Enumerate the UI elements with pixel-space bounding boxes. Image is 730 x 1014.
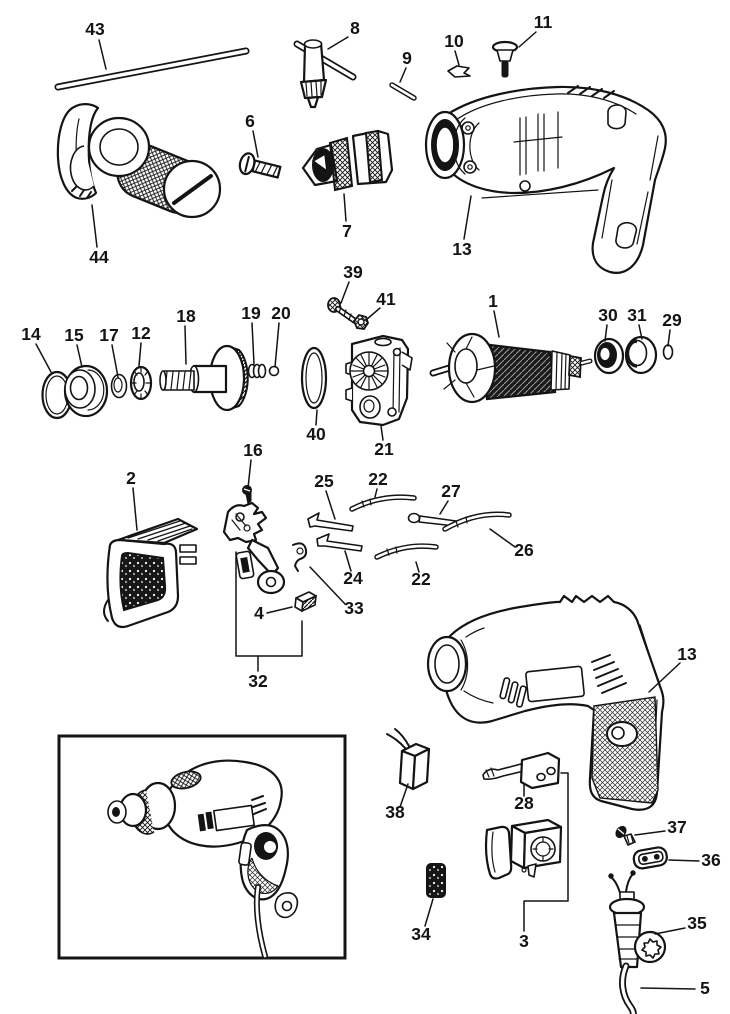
part-4-carbon-brush [294, 591, 317, 613]
part-43-depth-rod [54, 47, 250, 91]
part-24-terminal-lead [316, 533, 363, 552]
part-32-brush-holder-assembly [222, 501, 286, 595]
part-5-power-cord [619, 962, 637, 1014]
part-label-3: 3 [519, 931, 529, 951]
part-label-6: 6 [245, 111, 255, 131]
part-label-20: 20 [271, 303, 291, 323]
part-40-oring [300, 346, 328, 410]
part-label-25: 25 [314, 471, 334, 491]
part-label-43: 43 [85, 19, 105, 39]
part-18-spindle-gear [159, 344, 249, 412]
part-31-bearing-ring [624, 335, 658, 375]
part-label-21: 21 [374, 439, 394, 459]
part-22-wire-bottom [374, 543, 439, 560]
part-label-14: 14 [21, 324, 41, 344]
part-3-trigger-switch [484, 818, 563, 880]
part-label-16: 16 [243, 440, 263, 460]
part-13-housing-right-half [426, 594, 665, 811]
part-33-clip [292, 542, 308, 572]
part-label-30: 30 [598, 305, 618, 325]
part-label-2: 2 [126, 468, 136, 488]
part-30-bearing [593, 337, 625, 375]
part-37-screw [615, 825, 636, 846]
part-label-36: 36 [701, 850, 721, 870]
part-label-7: 7 [342, 221, 352, 241]
part-label-15: 15 [64, 325, 84, 345]
part-25-terminal-lead [307, 512, 354, 532]
part-41-nut [352, 313, 369, 330]
part-label-8: 8 [350, 18, 360, 38]
part-22-wire-top [349, 494, 417, 512]
leader-lines [35, 31, 700, 990]
part-35-cord-guard [608, 870, 667, 969]
part-label-4: 4 [254, 603, 264, 623]
part-38-capacitor [386, 728, 431, 791]
part-label-27: 27 [441, 481, 460, 501]
part-label-41: 41 [376, 289, 396, 309]
part-2-field-stator [103, 517, 199, 629]
part-26-wire [442, 511, 512, 532]
part-label-9: 9 [402, 48, 412, 68]
part-44-side-handle [56, 103, 222, 219]
part-21-gear-housing [345, 334, 413, 427]
part-9-pin [389, 82, 417, 101]
part-label-11: 11 [534, 12, 553, 32]
part-19-spring [247, 363, 267, 379]
part-label-18: 18 [176, 306, 196, 326]
part-label-5: 5 [700, 978, 710, 998]
part-label-1: 1 [488, 291, 498, 311]
part-label-35: 35 [687, 913, 707, 933]
part-28-switch-lever [482, 751, 561, 790]
part-label-22-bottom: 22 [411, 569, 431, 589]
part-label-22-top: 22 [368, 469, 388, 489]
part-16-screw [242, 485, 252, 506]
part-label-38: 38 [385, 802, 405, 822]
part-label-10: 10 [444, 31, 464, 51]
part-label-40: 40 [306, 424, 326, 444]
part-label-37: 37 [667, 817, 686, 837]
part-29-retainer-clip [662, 344, 674, 360]
part-13-housing-left-half [424, 85, 667, 274]
part-label-44: 44 [89, 247, 109, 267]
part-12-lock-washer [129, 365, 153, 401]
part-label-19: 19 [241, 303, 261, 323]
part-10-clip [447, 65, 471, 78]
part-6-screw [238, 152, 282, 179]
part-label-33: 33 [344, 598, 364, 618]
assembled-drill-inset [57, 734, 347, 960]
part-15-ball-bearing [63, 364, 109, 418]
part-label-12: 12 [131, 323, 151, 343]
part-39-screw [327, 297, 358, 324]
part-label-24: 24 [343, 568, 363, 588]
part-label-26: 26 [514, 540, 534, 560]
part-11-brush-cap [491, 40, 519, 78]
part-34-suppressor [426, 863, 446, 898]
part-label-13-bottom: 13 [677, 644, 697, 664]
part-8-chuck-key [293, 39, 357, 109]
part-label-32: 32 [248, 671, 268, 691]
part-label-13-top: 13 [452, 239, 472, 259]
part-label-28: 28 [514, 793, 534, 813]
part-label-29: 29 [662, 310, 682, 330]
part-label-31: 31 [627, 305, 647, 325]
part-label-39: 39 [343, 262, 363, 282]
part-36-cord-clamp [632, 846, 668, 870]
part-27-terminal-lead [407, 512, 457, 527]
part-7-chuck [301, 129, 394, 192]
part-17-washer [110, 373, 128, 399]
part-label-34: 34 [411, 924, 431, 944]
part-label-17: 17 [99, 325, 118, 345]
part-20-ball [268, 365, 280, 377]
part-1-armature [429, 332, 593, 404]
